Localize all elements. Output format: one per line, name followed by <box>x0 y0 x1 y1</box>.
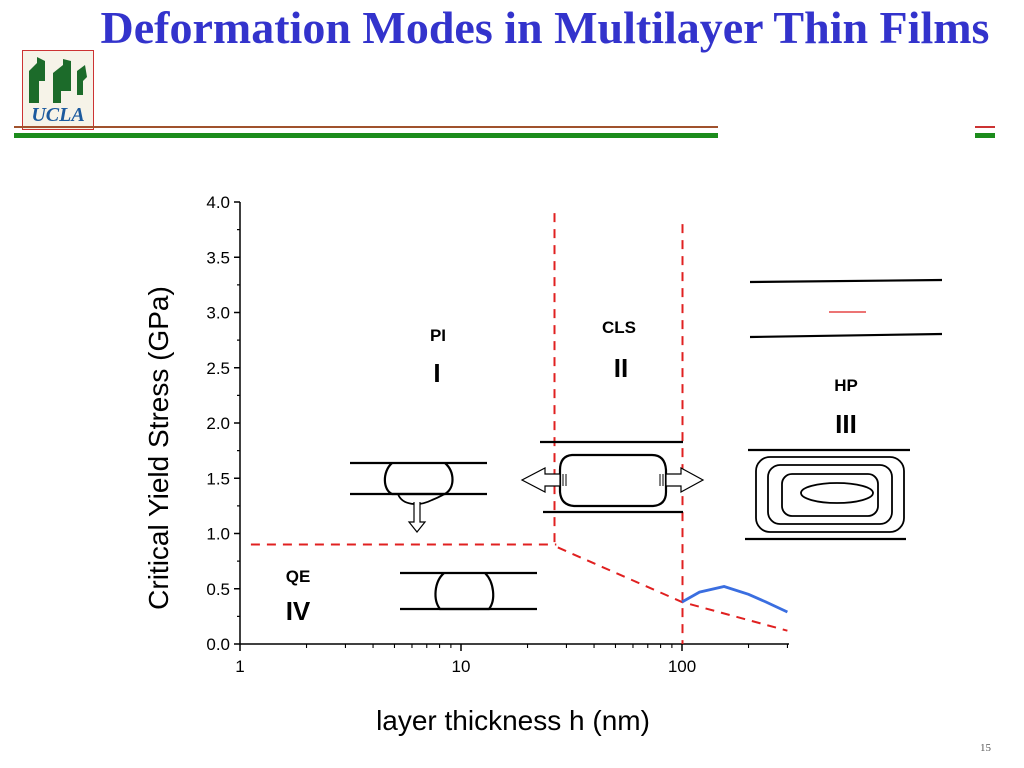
chart-axes: 0.0 0.5 1.0 1.5 2.0 2.5 3.0 3.5 4.0 1 10 100 <box>206 193 789 676</box>
x-tick-label: 1 <box>235 657 244 676</box>
region-pi-roman: I <box>433 358 440 388</box>
y-tick-label: 0.5 <box>206 580 230 599</box>
title-rule-thin <box>14 126 718 128</box>
y-tick-label: 3.0 <box>206 304 230 323</box>
logo-graphic: UCLA <box>27 57 89 126</box>
y-tick-label: 1.0 <box>206 525 230 544</box>
qe-schematic <box>400 571 537 611</box>
region-qe-code: QE <box>286 567 311 586</box>
cls-schematic <box>520 440 705 514</box>
page-number: 15 <box>980 742 991 754</box>
svg-text:UCLA: UCLA <box>31 104 84 126</box>
y-axis-title: Critical Yield Stress (GPa) <box>143 286 174 610</box>
region-hp-code: HP <box>834 376 858 395</box>
pi-schematic <box>350 461 487 533</box>
slide-title: Deformation Modes in Multilayer Thin Fil… <box>100 2 990 53</box>
title-rule-thick <box>14 133 718 138</box>
title-rule-right-thick <box>975 133 995 138</box>
y-tick-label: 2.5 <box>206 359 230 378</box>
chart-series <box>250 213 788 644</box>
ucla-logo: UCLA <box>22 50 94 130</box>
y-tick-label: 0.0 <box>206 635 230 654</box>
x-tick-label: 10 <box>452 657 471 676</box>
y-tick-label: 2.0 <box>206 414 230 433</box>
x-tick-label: 100 <box>668 657 696 676</box>
region-hp-roman: III <box>835 409 857 439</box>
hp-schematic <box>745 278 943 541</box>
x-axis-title: layer thickness h (nm) <box>376 705 650 736</box>
region-pi-code: PI <box>430 326 446 345</box>
title-rule-right-thin <box>975 126 995 128</box>
y-tick-label: 1.5 <box>206 469 230 488</box>
region-cls-roman: II <box>614 353 628 383</box>
y-tick-label: 4.0 <box>206 193 230 212</box>
region-qe-roman: IV <box>286 596 311 626</box>
y-tick-label: 3.5 <box>206 248 230 267</box>
region-cls-code: CLS <box>602 318 636 337</box>
yield-curve-3 <box>681 585 788 614</box>
boundary-line-1 <box>553 213 788 632</box>
